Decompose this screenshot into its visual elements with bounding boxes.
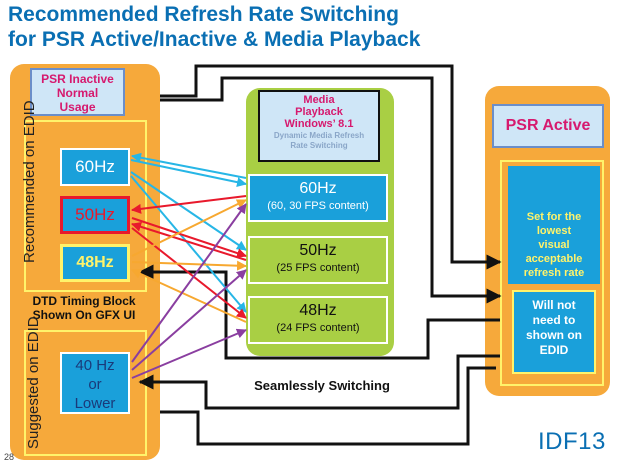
media-rate-48hz: 48Hz (24 FPS content): [248, 296, 388, 344]
media-playback-header: Media Playback Windows’ 8.1 Dynamic Medi…: [258, 90, 380, 162]
dtd-caption-line-2: Shown On GFX UI: [32, 308, 136, 322]
not-on-edid-line-3: shown on: [526, 328, 582, 342]
media-rate-60hz-note: (60, 30 FPS content): [267, 200, 369, 212]
black-connector-b: [160, 76, 502, 304]
seamless-caption: Seamlessly Switching: [254, 378, 390, 393]
lowest-rate-line-2: lowest: [536, 225, 572, 237]
lowest-rate-line-4: acceptable: [525, 253, 583, 265]
psr-inactive-header: PSR Inactive Normal Usage: [30, 68, 125, 116]
red-arrow-2: [131, 217, 247, 258]
media-header-line-1: Media: [303, 94, 335, 106]
media-header-sub-2: Rate Switching: [290, 141, 348, 150]
media-rate-50hz-value: 50Hz: [299, 242, 337, 259]
lowest-rate-box: Set for the lowest visual acceptable ref…: [508, 166, 600, 284]
dtd-caption: DTD Timing Block Shown On GFX UI: [14, 294, 154, 322]
not-on-edid-line-4: EDID: [539, 343, 569, 357]
orange-arrow-1: [131, 199, 247, 257]
psr-inactive-header-line-3: Usage: [59, 100, 96, 114]
media-rate-50hz: 50Hz (25 FPS content): [248, 236, 388, 284]
red-arrow-1: [131, 195, 247, 214]
psr-active-header: PSR Active: [492, 104, 604, 148]
black-connector-e: [160, 366, 496, 446]
psr-active-group: [500, 160, 604, 386]
dtd-caption-line-1: DTD Timing Block: [32, 294, 136, 308]
cyan-arrow-3: [130, 171, 247, 251]
recommended-group: [24, 120, 147, 292]
purple-arrow-2: [131, 269, 247, 371]
left-rate-low-line-3: Lower: [74, 395, 116, 412]
media-rate-48hz-value: 48Hz: [299, 302, 337, 319]
title-line-1: Recommended Refresh Rate Switching: [8, 3, 399, 26]
black-connector-d: [138, 354, 500, 410]
psr-inactive-header-line-2: Normal: [56, 86, 99, 100]
psr-inactive-header-line-1: PSR Inactive: [41, 72, 114, 86]
lowest-rate-line-3: visual: [538, 239, 570, 251]
title-line-2: for PSR Active/Inactive & Media Playback: [8, 28, 421, 51]
orange-arrow-3: [131, 269, 247, 323]
orange-arrow-2: [131, 260, 247, 271]
cyan-arrow-1: [130, 159, 247, 188]
purple-arrow-3: [131, 328, 247, 379]
left-rate-low: 40 Hz or Lower: [60, 352, 130, 414]
suggested-group: [24, 330, 147, 456]
media-rate-60hz-value: 60Hz: [299, 180, 337, 197]
media-header-line-2: Playback: [295, 106, 343, 118]
left-rate-low-line-1: 40 Hz: [75, 357, 115, 374]
lowest-rate-line-5: refresh rate: [523, 267, 585, 279]
black-connector-a: [160, 64, 502, 270]
left-rate-48hz: 48Hz: [60, 244, 130, 282]
not-on-edid-box: Will not need to shown on EDID: [512, 290, 596, 374]
lowest-rate-line-1: Set for the: [526, 211, 582, 223]
left-rate-low-line-2: or: [88, 376, 102, 393]
media-rate-60hz: 60Hz (60, 30 FPS content): [248, 174, 388, 222]
page-number: 28: [4, 452, 15, 462]
left-rate-50hz: 50Hz: [60, 196, 130, 234]
page-title: Recommended Refresh Rate Switching for P…: [8, 2, 420, 52]
media-header-sub-1: Dynamic Media Refresh: [273, 131, 365, 140]
media-rate-48hz-note: (24 FPS content): [276, 322, 360, 334]
not-on-edid-line-1: Will not: [532, 298, 576, 312]
red-arrow-4: [131, 227, 247, 319]
left-rate-60hz: 60Hz: [60, 148, 130, 186]
media-header-line-3: Windows’ 8.1: [284, 118, 354, 130]
media-rate-50hz-note: (25 FPS content): [276, 262, 360, 274]
purple-arrow-1: [131, 203, 247, 363]
not-on-edid-line-2: need to: [532, 313, 576, 327]
red-arrow-3: [131, 221, 247, 261]
cyan-arrow-2: [131, 152, 247, 179]
idf13-logo: IDF13: [538, 428, 606, 455]
cyan-arrow-4: [130, 175, 247, 313]
